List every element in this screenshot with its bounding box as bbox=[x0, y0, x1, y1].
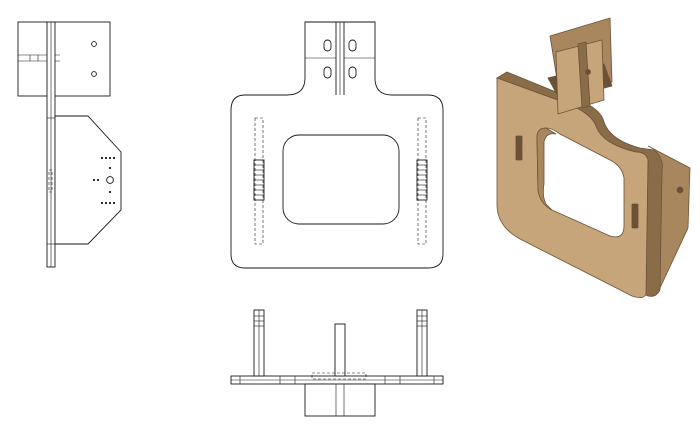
side-hole-upper bbox=[91, 41, 97, 47]
left-hidden-slot bbox=[254, 117, 264, 245]
bottom-view bbox=[230, 309, 444, 417]
iso-slot-left bbox=[515, 135, 523, 161]
front-view bbox=[230, 21, 444, 269]
iso-tower-hole bbox=[585, 69, 591, 75]
tab-slot-holes bbox=[323, 39, 357, 79]
side-center-hole bbox=[106, 176, 114, 184]
bottom-center-post bbox=[334, 323, 346, 377]
right-hidden-slot bbox=[417, 117, 427, 245]
side-hole-lower bbox=[91, 71, 97, 77]
side-panel bbox=[54, 115, 122, 245]
side-top-block bbox=[17, 21, 111, 97]
front-plate bbox=[230, 21, 444, 269]
side-bolt-pattern bbox=[92, 156, 116, 205]
iso-tower-post bbox=[577, 41, 591, 109]
iso-wing-hole bbox=[676, 186, 684, 194]
iso-slot-right bbox=[631, 203, 639, 229]
side-view bbox=[17, 21, 122, 268]
iso-cutout-depth bbox=[536, 127, 557, 211]
front-cutout bbox=[282, 134, 400, 225]
isometric-view bbox=[496, 17, 691, 298]
bottom-block bbox=[304, 383, 376, 417]
